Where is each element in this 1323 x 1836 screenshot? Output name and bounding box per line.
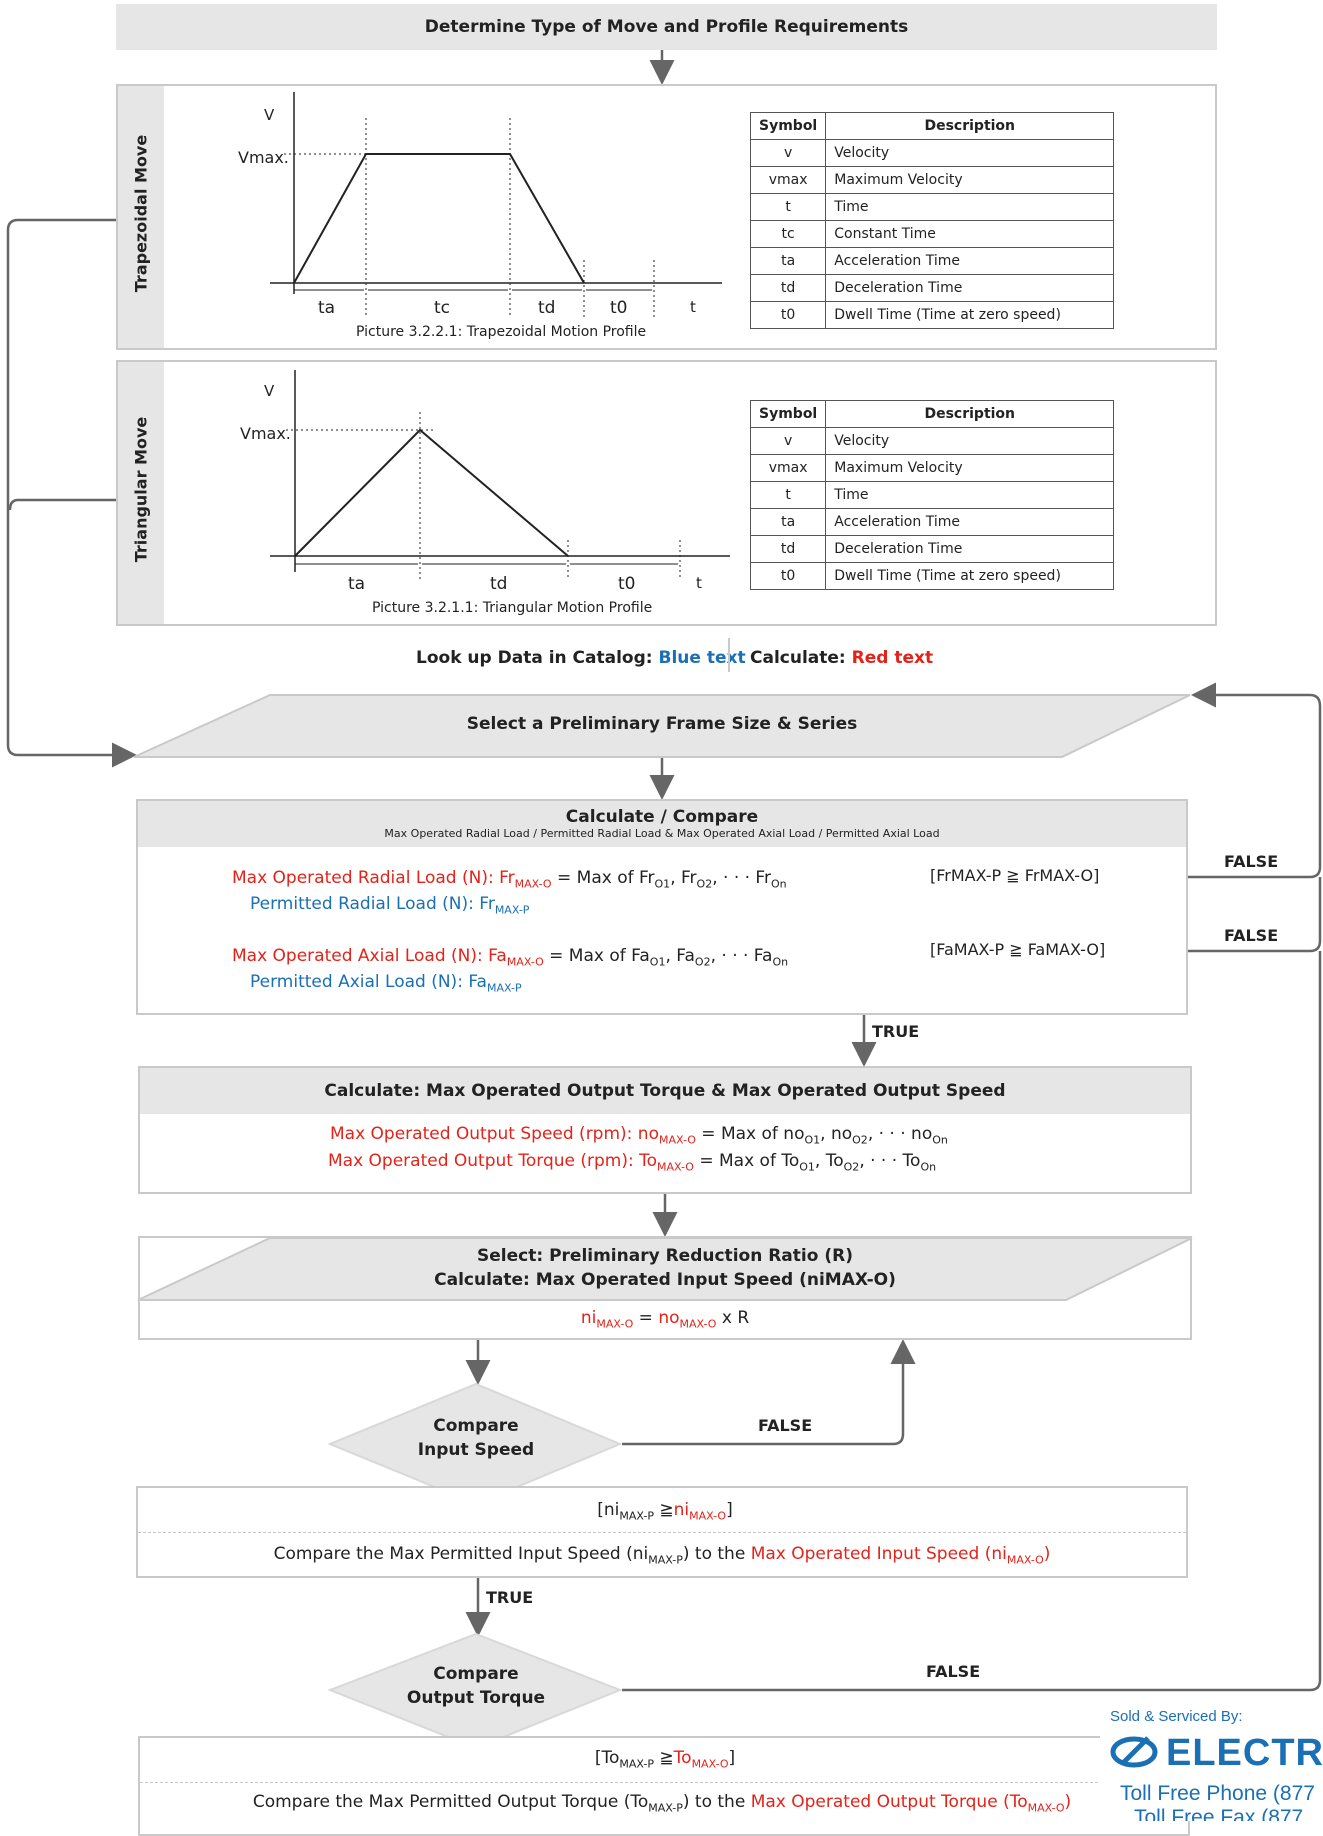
tri-td-label: td — [490, 574, 508, 594]
legend-calc-value: Red text — [851, 648, 934, 668]
table-header-symbol: Symbol — [749, 112, 827, 140]
trapezoidal-side-label: Trapezoidal Move — [131, 134, 151, 293]
trap-vmax-label: Vmax. — [238, 148, 289, 167]
triangular-side-label: Triangular Move — [131, 416, 151, 563]
legend-lookup-value: Blue text — [658, 648, 746, 668]
trap-t0-label: t0 — [610, 298, 628, 318]
torque-false-label: FALSE — [926, 1662, 981, 1681]
table-header-description: Description — [825, 112, 1115, 140]
table-header-description: Description — [825, 400, 1115, 428]
reduction-formula: niMAX-O = noMAX-O x R — [580, 1308, 750, 1331]
radial-false-label: FALSE — [1224, 852, 1279, 871]
radial-load-formula: Max Operated Radial Load (N): FrMAX-O = … — [232, 868, 787, 891]
legend-divider — [728, 638, 730, 672]
vendor-logo-text: ELECTR — [1166, 1732, 1323, 1774]
reduction-line2: Calculate: Max Operated Input Speed (niM… — [434, 1270, 896, 1290]
trap-td-label: td — [538, 298, 556, 318]
input-condition: [niMAX-P ≧niMAX-O] — [597, 1500, 733, 1523]
compare-input-line1: Compare — [433, 1416, 519, 1436]
select-frame-label: Select a Preliminary Frame Size & Series — [466, 714, 858, 734]
triangular-sidebar: Triangular Move — [118, 362, 164, 624]
input-true-label: TRUE — [486, 1588, 534, 1607]
compare-loads-header: Calculate / Compare Max Operated Radial … — [138, 801, 1186, 847]
torque-description: Compare the Max Permitted Output Torque … — [252, 1792, 1072, 1815]
torque-dashed-divider — [140, 1782, 1188, 1783]
input-dashed-divider — [138, 1532, 1186, 1533]
axial-load-formula: Max Operated Axial Load (N): FaMAX-O = M… — [232, 946, 789, 969]
tri-t-axis-label: t — [696, 574, 702, 592]
tri-vmax-label: Vmax. — [240, 424, 291, 443]
torque-condition: [ToMAX-P ≧ToMAX-O] — [594, 1748, 736, 1771]
radial-permitted: Permitted Radial Load (N): FrMAX-P — [250, 894, 530, 917]
output-calc-header: Calculate: Max Operated Output Torque & … — [140, 1068, 1190, 1114]
vendor-stamp: Sold & Serviced By: ELECTR Toll Free Pho… — [1100, 1706, 1323, 1821]
output-torque-formula: Max Operated Output Torque (rpm): ToMAX-… — [328, 1151, 937, 1174]
trap-axis-v-label: V — [264, 106, 275, 124]
input-description: Compare the Max Permitted Input Speed (n… — [273, 1544, 1051, 1567]
input-false-label: FALSE — [758, 1416, 813, 1435]
input-compare-panel — [136, 1486, 1188, 1578]
torque-compare-panel — [138, 1736, 1190, 1836]
radial-condition: [FrMAX-P ≧ FrMAX-O] — [930, 866, 1100, 885]
legend-lookup-label: Look up Data in Catalog: — [416, 648, 653, 668]
axial-false-label: FALSE — [1224, 926, 1279, 945]
header-title: Determine Type of Move and Profile Requi… — [424, 17, 909, 37]
loads-true-label: TRUE — [872, 1022, 920, 1041]
compare-torque-line2: Output Torque — [406, 1688, 546, 1708]
compare-loads-title: Calculate / Compare — [565, 807, 759, 827]
trap-ta-label: ta — [318, 298, 336, 318]
color-legend-calc: Calculate: Red text — [750, 648, 933, 668]
tri-ta-label: ta — [348, 574, 366, 594]
compare-loads-panel: Calculate / Compare Max Operated Radial … — [136, 799, 1188, 1015]
trap-caption: Picture 3.2.2.1: Trapezoidal Motion Prof… — [356, 324, 647, 340]
axial-condition: [FaMAX-P ≧ FaMAX-O] — [930, 940, 1106, 959]
table-header-symbol: Symbol — [749, 400, 827, 428]
axial-permitted: Permitted Axial Load (N): FaMAX-P — [250, 972, 522, 995]
header-bar: Determine Type of Move and Profile Requi… — [116, 4, 1217, 50]
compare-torque-line1: Compare — [433, 1664, 519, 1684]
output-speed-formula: Max Operated Output Speed (rpm): noMAX-O… — [330, 1124, 948, 1147]
output-calc-panel: Calculate: Max Operated Output Torque & … — [138, 1066, 1192, 1194]
tri-caption: Picture 3.2.1.1: Triangular Motion Profi… — [372, 600, 653, 616]
vendor-phone: Toll Free Phone (877 — [1120, 1782, 1315, 1805]
trap-tc-label: tc — [434, 298, 451, 318]
legend-calc-label: Calculate: — [750, 648, 846, 668]
trapezoidal-sidebar: Trapezoidal Move — [118, 86, 164, 348]
trap-t-axis-label: t — [690, 298, 696, 316]
tri-axis-v-label: V — [264, 382, 275, 400]
reduction-line1: Select: Preliminary Reduction Ratio (R) — [477, 1246, 853, 1266]
color-legend: Look up Data in Catalog: Blue text — [416, 648, 746, 668]
output-calc-title: Calculate: Max Operated Output Torque & … — [324, 1081, 1006, 1101]
vendor-sold-by: Sold & Serviced By: — [1110, 1708, 1243, 1725]
tri-t0-label: t0 — [618, 574, 636, 594]
vendor-fax: Toll Free Fax (877 — [1134, 1806, 1304, 1821]
compare-loads-subtitle: Max Operated Radial Load / Permitted Rad… — [384, 827, 940, 840]
vendor-logo-icon — [1110, 1734, 1158, 1770]
compare-input-line2: Input Speed — [417, 1440, 535, 1460]
